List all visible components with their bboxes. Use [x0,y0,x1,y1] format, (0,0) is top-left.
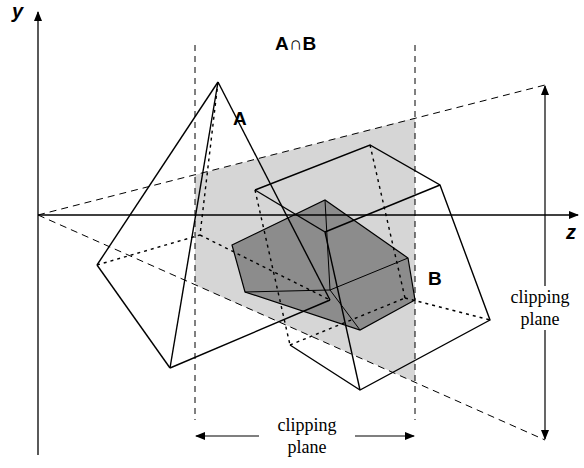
clipping-plane-line [415,45,416,420]
intersection-solid [232,200,415,330]
axis-label: z [566,221,576,244]
frustum-edge [38,85,545,215]
dimension-arrow [544,86,545,439]
axis-label: y [12,0,23,23]
pyramid-hidden-edge [97,82,330,300]
solid-label: A [233,108,247,130]
region-label: A∩B [275,33,316,55]
solid-label: B [428,268,442,290]
y-axis [37,12,38,455]
box-b [255,145,490,390]
intersection-edge [245,290,330,292]
frustum-edge [38,215,545,440]
z-axis [38,214,578,215]
clipping-plane-line [195,45,196,420]
dimension-label: clipping plane [500,286,580,330]
box-hidden-edge [255,145,490,345]
pyramid-a [97,82,330,368]
dimension-label: clipping plane [259,414,355,458]
